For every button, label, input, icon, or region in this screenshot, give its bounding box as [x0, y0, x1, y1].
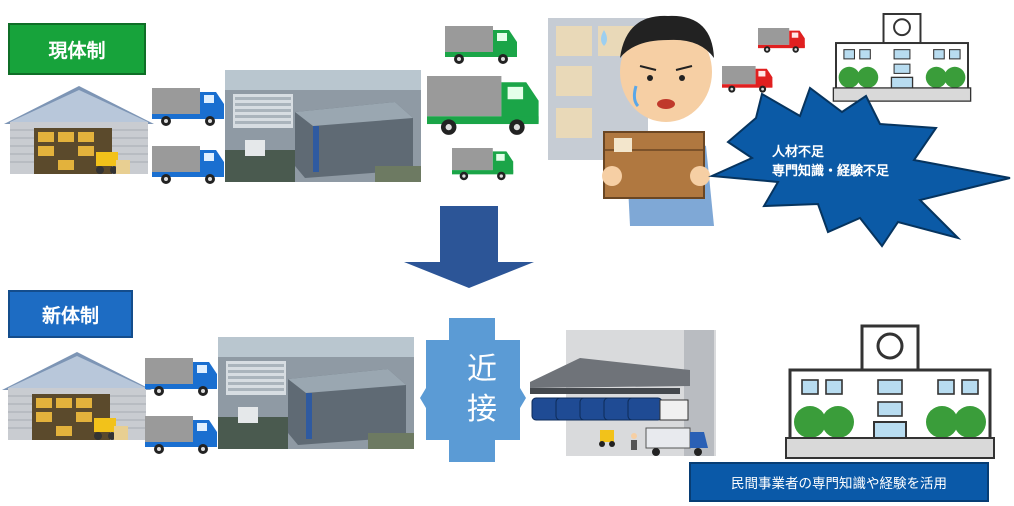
truck-icon [427, 76, 539, 135]
down-arrow [404, 206, 534, 288]
truck-icon [145, 358, 217, 396]
shortage-line-2: 専門知識・経験不足 [772, 164, 890, 179]
new-system-label: 新体制 [8, 290, 133, 338]
truck-icon [152, 88, 224, 126]
forklift-icon [599, 430, 637, 450]
shortage-line-1: 人材不足 [772, 145, 825, 160]
proximity-label: 近 接 [452, 350, 512, 430]
proximity-char-2: 接 [467, 392, 497, 427]
worried-worker-icon [548, 15, 714, 226]
warehouse-icon [3, 85, 155, 175]
shortage-burst-shape [708, 86, 1011, 248]
school-building-icon [784, 324, 996, 460]
loading-dock-icon [530, 330, 716, 456]
private-expertise-note: 民間事業者の専門知識や経験を活用 [689, 462, 989, 502]
truck-icon [445, 26, 517, 64]
warehouse-icon [1, 351, 153, 441]
facility-photo [218, 337, 414, 449]
school-building-icon [832, 13, 972, 103]
truck-icon [452, 148, 514, 181]
shortage-callout: 人材不足 専門知識・経験不足 [772, 143, 922, 181]
proximity-char-1: 近 [467, 352, 497, 387]
proximity-arrow [420, 318, 526, 462]
truck-icon [152, 146, 224, 184]
truck-icon [722, 66, 773, 93]
current-system-label: 現体制 [8, 23, 146, 75]
truck-icon [758, 28, 805, 53]
facility-photo [225, 70, 421, 182]
truck-icon [145, 416, 217, 454]
